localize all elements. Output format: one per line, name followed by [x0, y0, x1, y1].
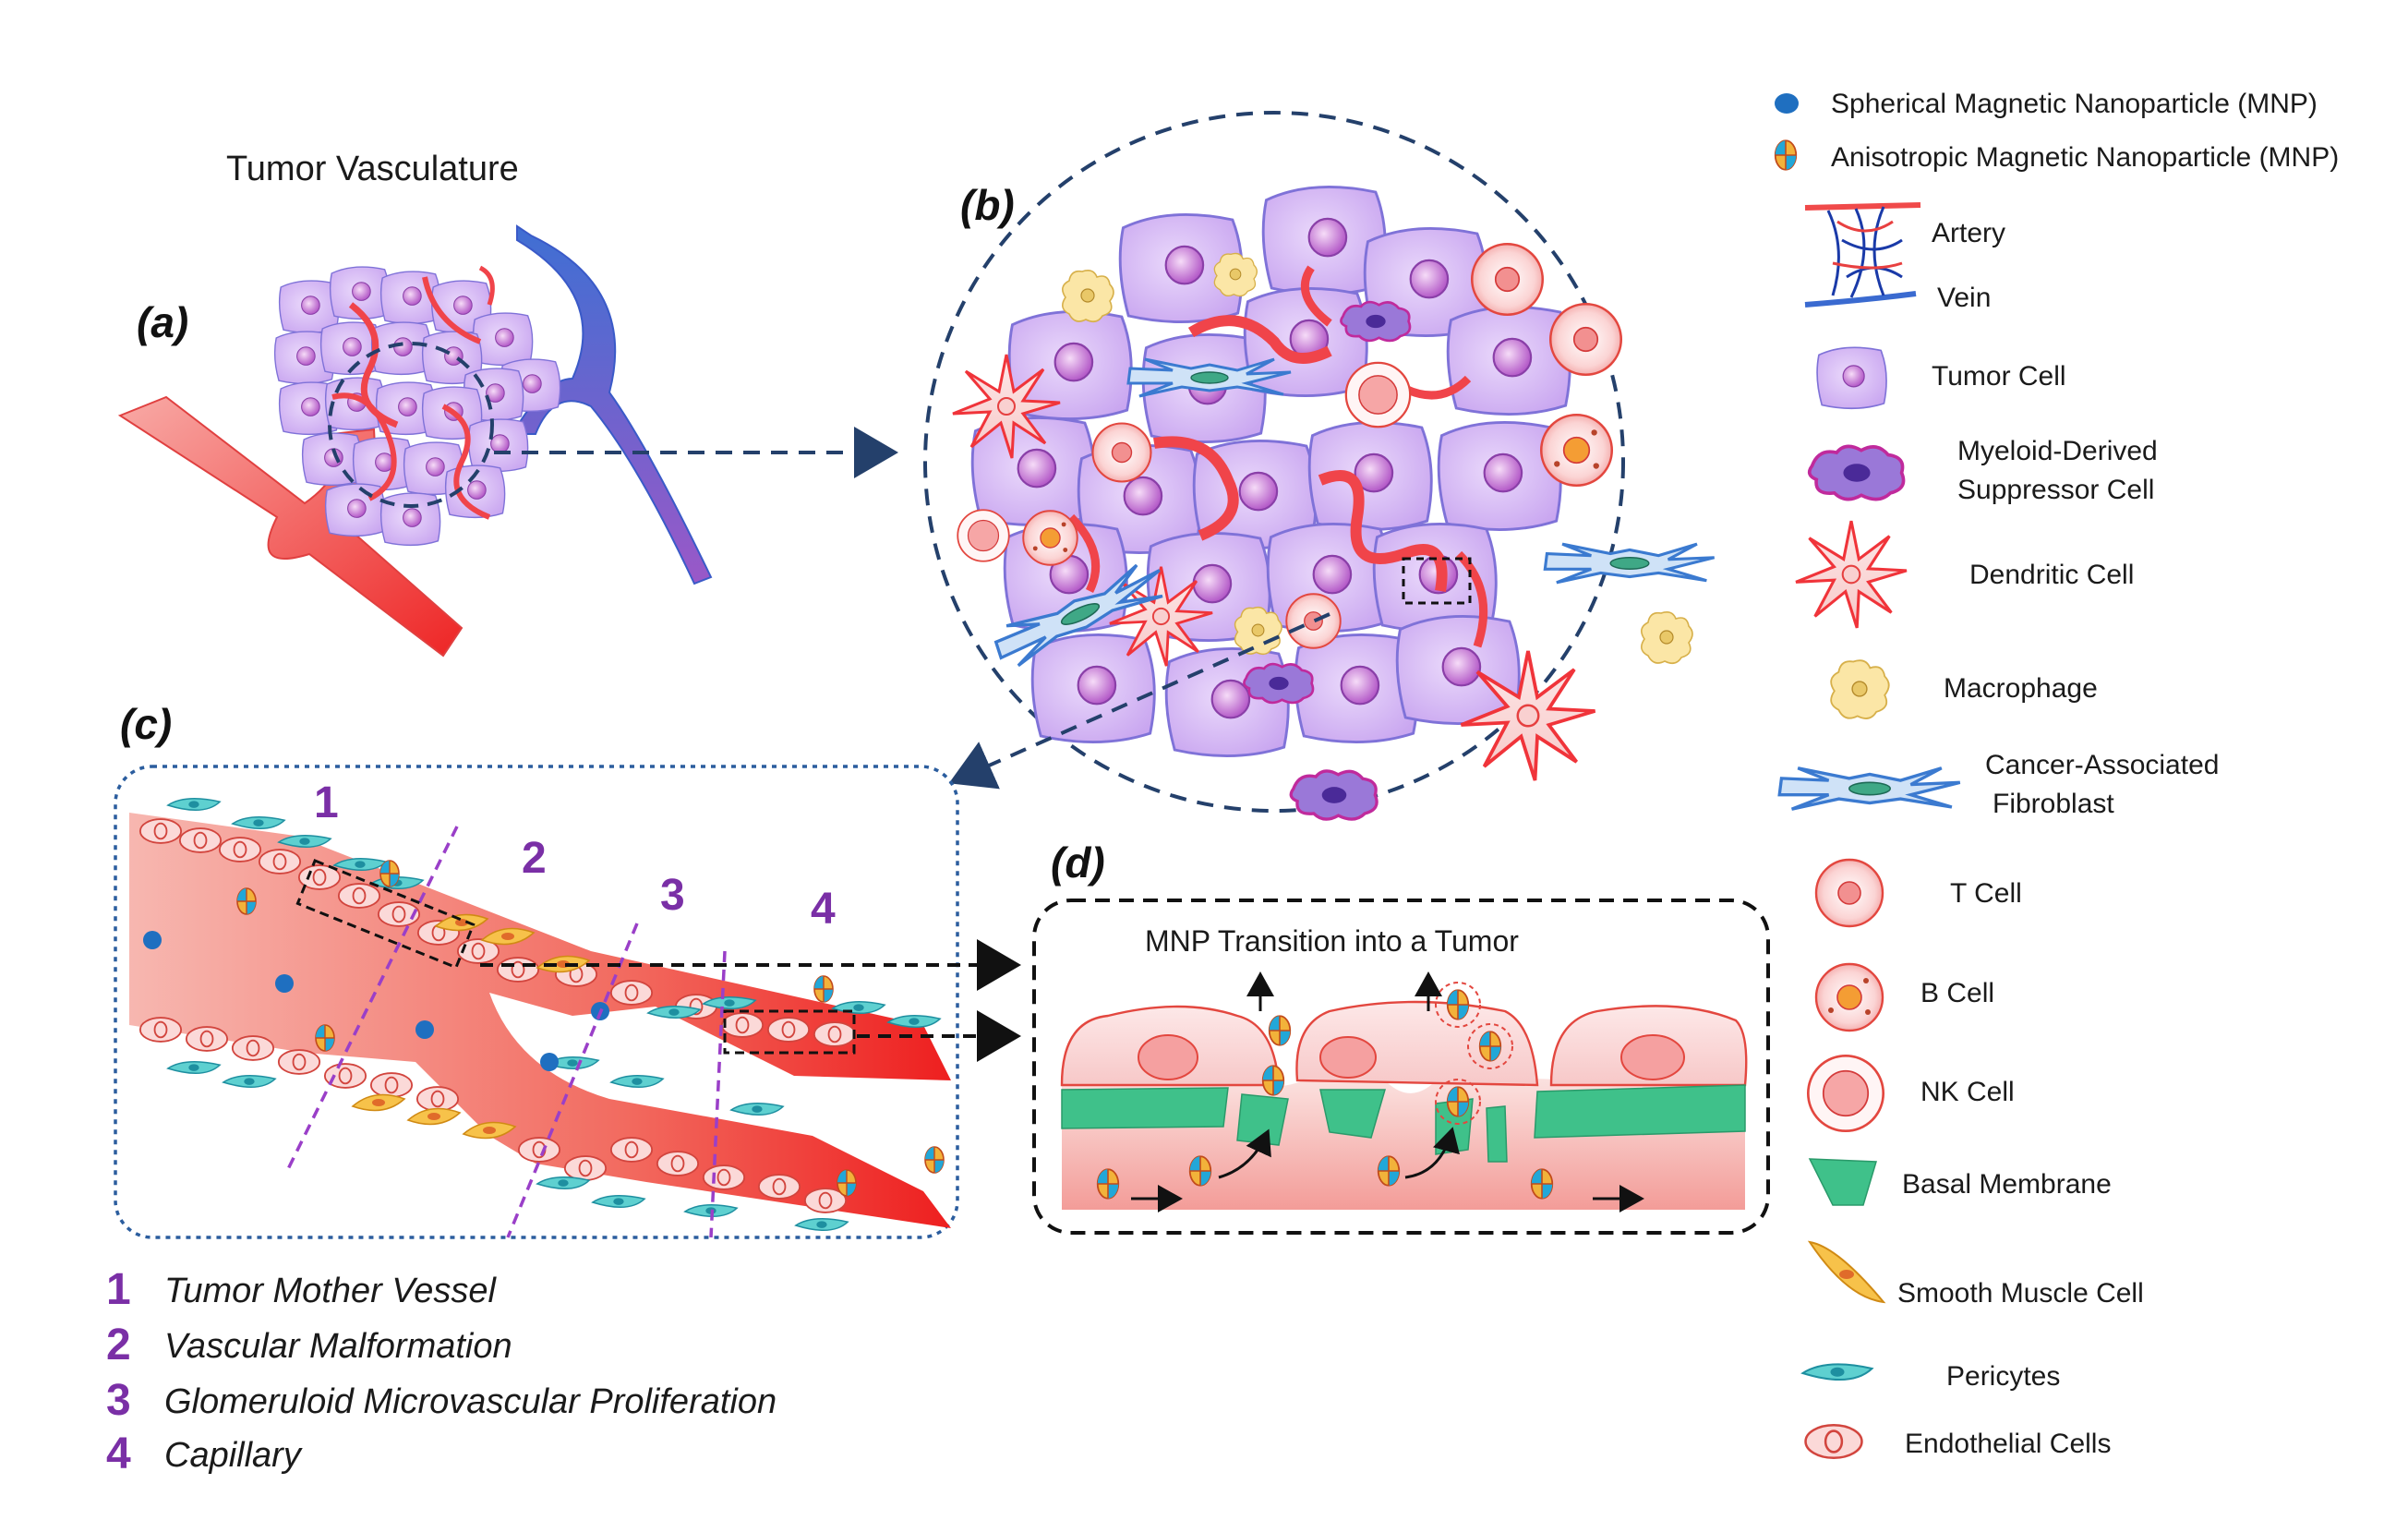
legend-item-nk-cell: NK Cell [1806, 1054, 2015, 1133]
vein-vessel [511, 224, 713, 585]
legend: Spherical Magnetic Nanoparticle (MNP) An… [1774, 89, 2339, 1460]
b-cell-icon [1814, 962, 1884, 1032]
legend-label: Myeloid-Derived [1957, 436, 2158, 466]
legend-item-spherical-mnp: Spherical Magnetic Nanoparticle (MNP) [1775, 89, 2318, 119]
legend-label: Endothelial Cells [1905, 1429, 2111, 1459]
zone-legend-2-label: Vascular Malformation [164, 1327, 512, 1366]
legend-item-pericytes: Pericytes [1801, 1361, 2060, 1392]
zoom-square-b [1402, 557, 1472, 605]
legend-label: Spherical Magnetic Nanoparticle (MNP) [1831, 89, 2318, 119]
panel-b-label: (b) [960, 181, 1015, 229]
arrow-b-to-c [948, 612, 1330, 790]
legend-item-basal: Basal Membrane [1808, 1158, 2112, 1206]
anisotropic-mnp-icon [1774, 139, 1798, 171]
zoom-circle-b [923, 111, 1625, 813]
legend-item-mdsc: Myeloid-Derived Suppressor Cell [1807, 436, 2158, 505]
zone-3-number: 3 [660, 871, 685, 920]
legend-label: Cancer-Associated [1985, 750, 2219, 780]
spherical-mnp [415, 1020, 434, 1039]
basal-membrane-icon [1808, 1158, 1877, 1206]
legend-label: Anisotropic Magnetic Nanoparticle (MNP) [1831, 142, 2339, 173]
legend-label: Basal Membrane [1902, 1169, 2112, 1200]
panel-d-mnp-transition: MNP Transition into a Tumor [1032, 899, 1770, 1235]
artery-vein-icon [1804, 202, 1921, 308]
t-cell-icon [1814, 858, 1884, 928]
legend-label: Pericytes [1946, 1361, 2060, 1392]
legend-item-dendritic: Dendritic Cell [1794, 519, 2134, 630]
zoom-circle-a [328, 342, 494, 508]
legend-label-2: Fibroblast [1993, 789, 2114, 819]
legend-label: T Cell [1950, 878, 2022, 909]
zone-legend-1-number: 1 [106, 1265, 131, 1314]
mdsc-icon [1807, 444, 1906, 501]
panel-d-title: MNP Transition into a Tumor [1145, 924, 1519, 958]
panel-a-label: (a) [137, 298, 188, 346]
nk-cell-icon [1806, 1054, 1885, 1133]
dendritic-cell-icon [1794, 519, 1908, 630]
endothelial-cell-icon [1804, 1423, 1863, 1460]
panel-d-frame [1032, 899, 1770, 1235]
macrophage-icon [1830, 659, 1890, 719]
zone-legend-2-number: 2 [106, 1321, 131, 1369]
legend-item-endothelial: Endothelial Cells [1804, 1423, 2111, 1460]
spherical-mnp-icon [1775, 93, 1799, 114]
legend-label: Artery [1932, 218, 2005, 248]
zoom-box-c1 [295, 859, 476, 970]
zone-2-number: 2 [522, 834, 547, 883]
tumor-cell-icon [1816, 346, 1887, 410]
legend-label: Dendritic Cell [1969, 560, 2134, 590]
legend-item-caf: Cancer-Associated Fibroblast [1777, 750, 2219, 819]
panel-b-tumor-microenvironment [923, 111, 1716, 821]
legend-label: NK Cell [1920, 1077, 2015, 1107]
panel-d-label: (d) [1051, 838, 1105, 887]
zone-legend: 1 Tumor Mother Vessel 2 Vascular Malform… [106, 1265, 777, 1478]
spherical-mnp [275, 974, 294, 993]
zone-4-number: 4 [811, 885, 836, 934]
legend-item-macrophage: Macrophage [1830, 659, 2098, 719]
zone-legend-4-label: Capillary [164, 1436, 303, 1475]
zoom-box-c2 [723, 1009, 856, 1055]
legend-item-artery-vein: Artery Vein [1804, 202, 2005, 313]
zone-1-number: 1 [314, 778, 339, 827]
legend-item-b-cell: B Cell [1814, 962, 1994, 1032]
legend-item-t-cell: T Cell [1814, 858, 2022, 928]
legend-label-2: Suppressor Cell [1957, 475, 2154, 505]
zone-legend-3-label: Glomeruloid Microvascular Proliferation [164, 1382, 777, 1421]
legend-item-tumor-cell: Tumor Cell [1816, 346, 2066, 410]
panel-a-tumor-mass [117, 224, 713, 657]
zone-legend-4-number: 4 [106, 1429, 131, 1478]
legend-label: B Cell [1920, 978, 1994, 1008]
legend-label: Smooth Muscle Cell [1897, 1278, 2144, 1309]
zone-legend-3-number: 3 [106, 1376, 131, 1425]
pericyte-icon [1801, 1363, 1873, 1381]
spherical-mnp [540, 1053, 559, 1071]
zone-legend-1-label: Tumor Mother Vessel [164, 1272, 498, 1310]
figure-title: Tumor Vasculature [226, 150, 519, 188]
legend-label: Tumor Cell [1932, 361, 2066, 392]
panel-c-vessel-types: 1 2 3 4 [114, 765, 959, 1239]
panel-c-frame [114, 765, 959, 1239]
legend-item-anisotropic-mnp: Anisotropic Magnetic Nanoparticle (MNP) [1774, 139, 2339, 173]
spherical-mnp [143, 931, 162, 949]
legend-item-smooth-muscle: Smooth Muscle Cell [1807, 1240, 2144, 1309]
panel-c-label: (c) [120, 700, 172, 748]
legend-label: Vein [1937, 283, 1991, 313]
legend-label: Macrophage [1944, 673, 2098, 704]
caf-icon [1777, 766, 1962, 812]
